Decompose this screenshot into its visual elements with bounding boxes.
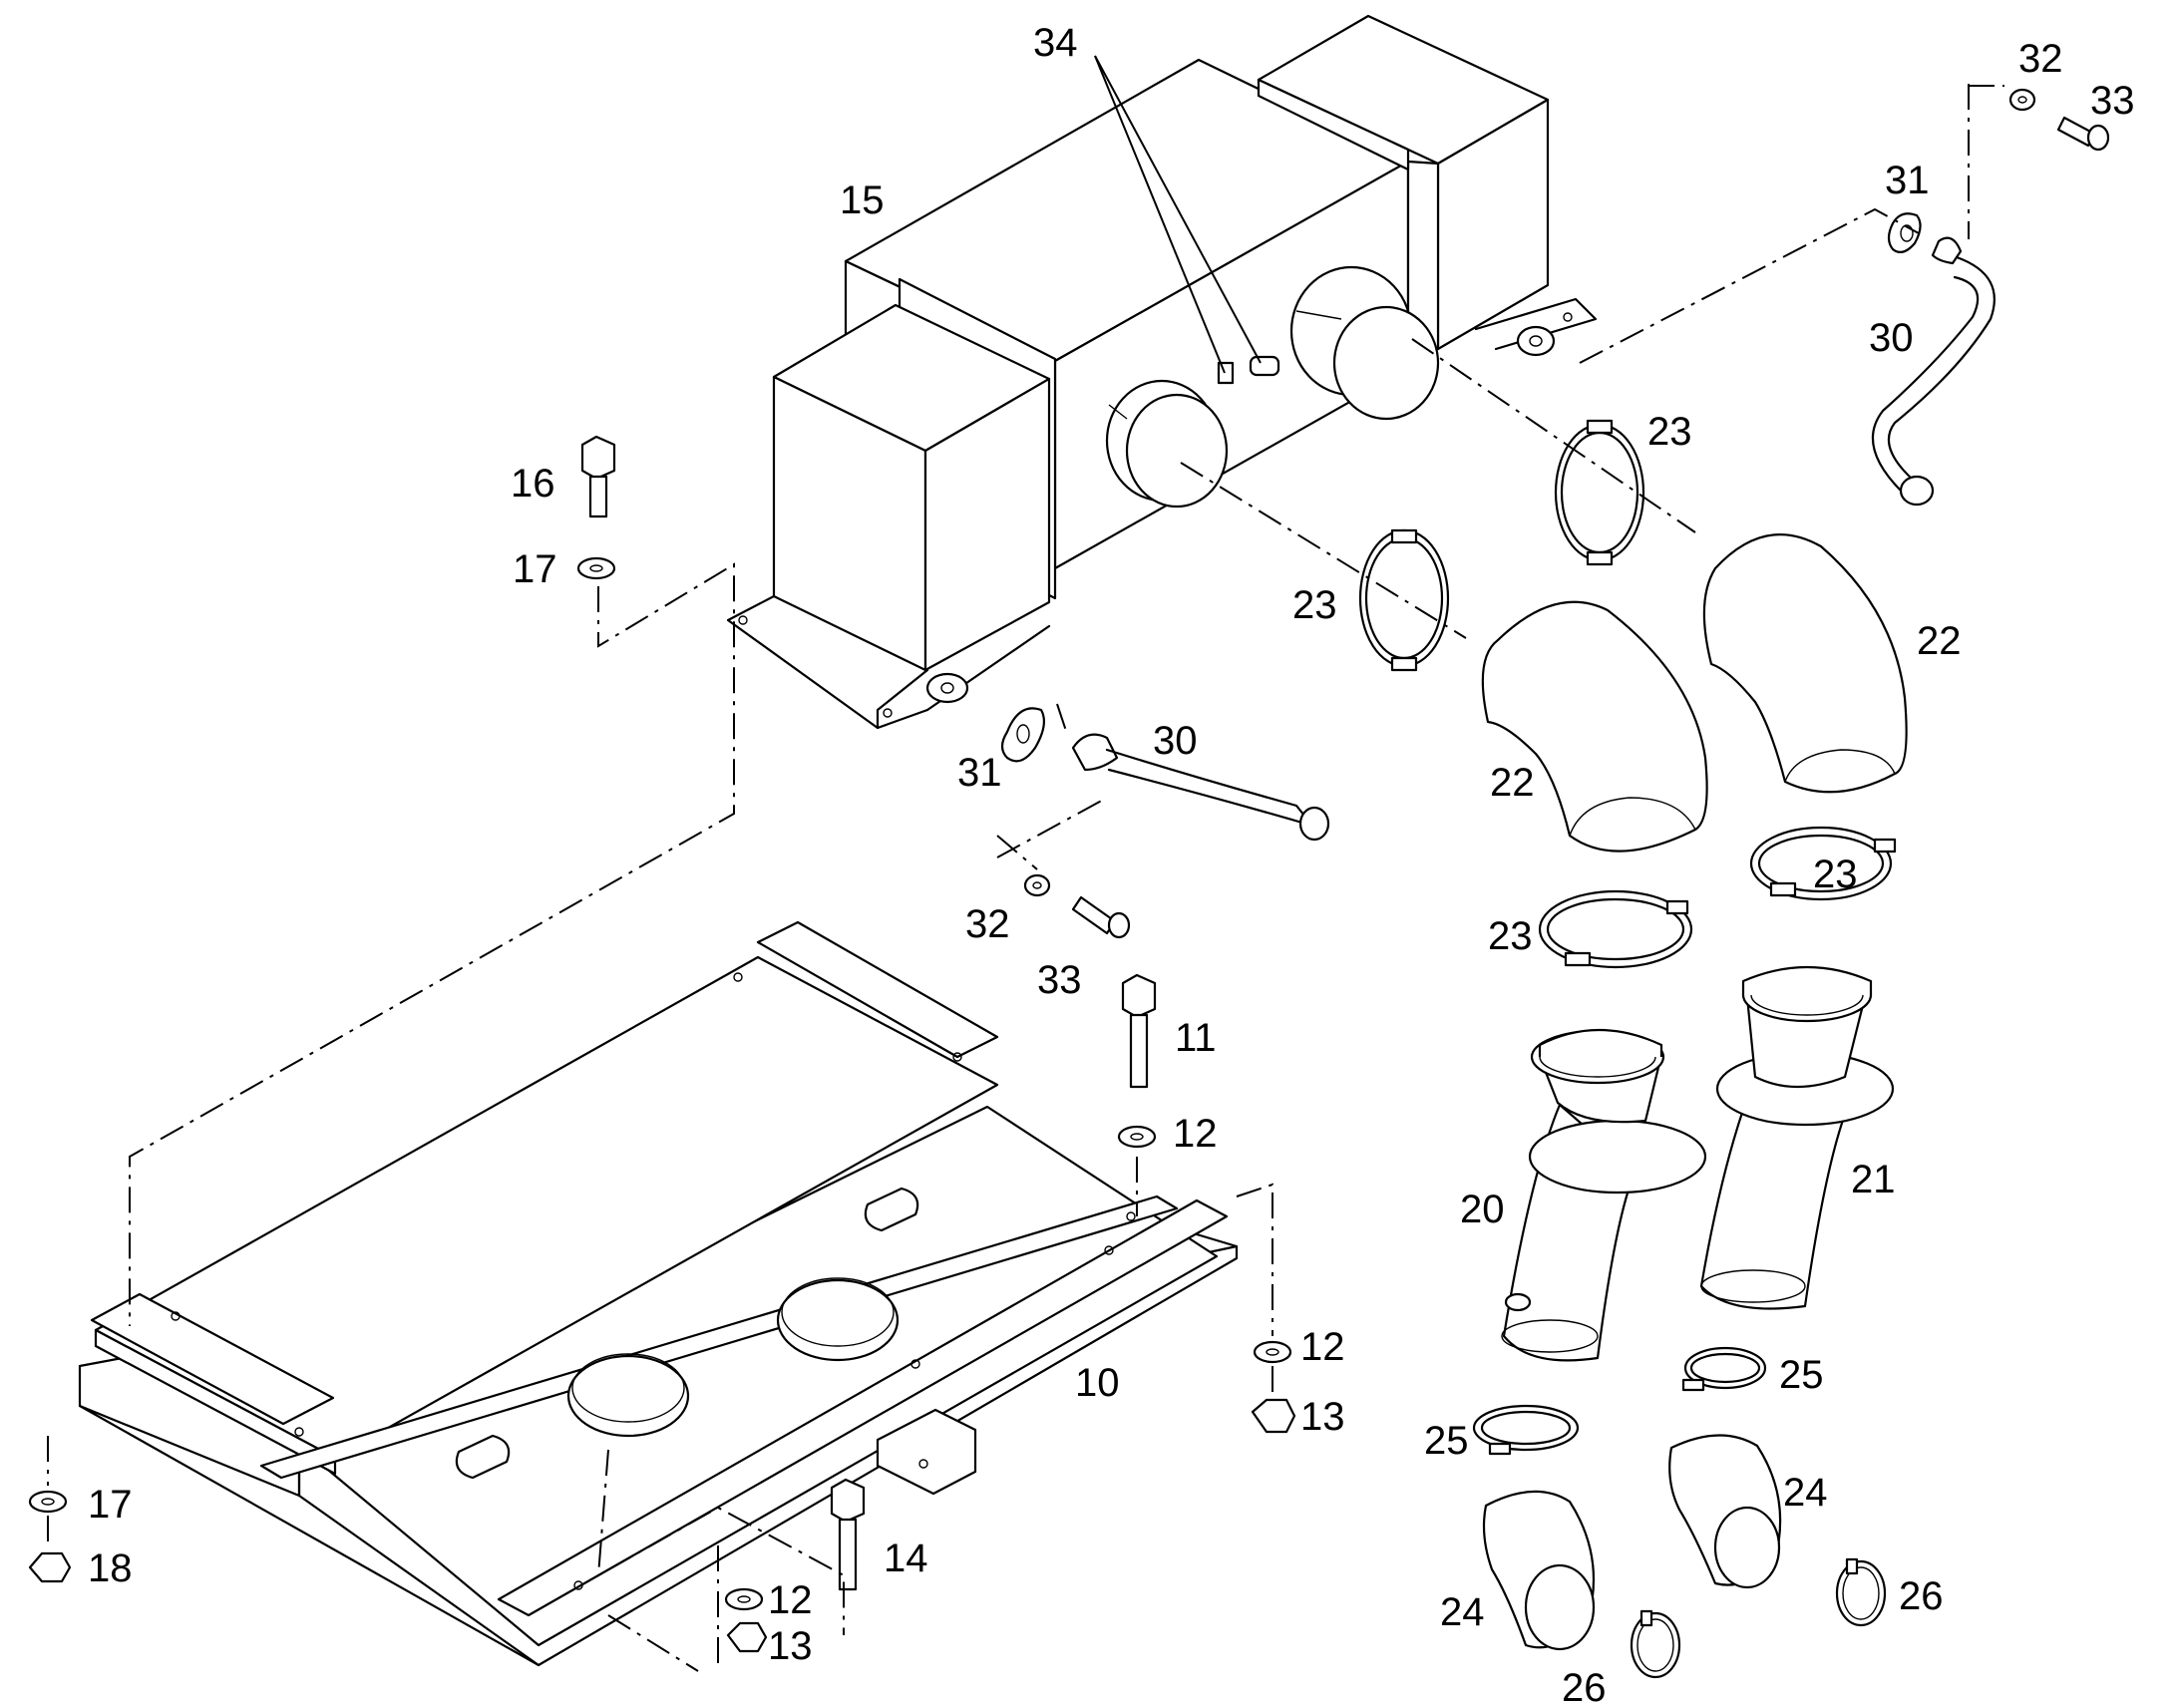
callout-33-top: 33 xyxy=(2090,79,2135,123)
callout-32-top: 32 xyxy=(2018,37,2063,81)
callout-26-right: 26 xyxy=(1899,1574,1944,1618)
callout-23-upper-left: 23 xyxy=(1292,583,1337,627)
callout-31-right: 31 xyxy=(1885,159,1930,202)
callout-24-left: 24 xyxy=(1440,1590,1485,1634)
hose-clamps xyxy=(1358,419,1897,969)
tailpipes xyxy=(1501,965,1895,1362)
callout-33-left: 33 xyxy=(1037,958,1082,1002)
callout-15: 15 xyxy=(840,178,885,222)
callout-16: 16 xyxy=(511,462,555,506)
callout-32-left: 32 xyxy=(965,902,1010,946)
hardware xyxy=(28,88,2110,1653)
callout-30-left: 30 xyxy=(1153,719,1198,763)
callout-22-right: 22 xyxy=(1917,619,1962,663)
callout-23-upper-right: 23 xyxy=(1647,410,1692,454)
rubber-elbows xyxy=(1481,533,1908,853)
callout-18: 18 xyxy=(88,1546,133,1590)
callout-20: 20 xyxy=(1460,1188,1505,1231)
callout-31-left: 31 xyxy=(957,751,1002,795)
leader-lines xyxy=(1094,55,1262,374)
callout-13-right: 13 xyxy=(1300,1395,1345,1439)
callout-21: 21 xyxy=(1851,1158,1896,1201)
callout-23-lower-right: 23 xyxy=(1813,853,1858,896)
callout-34: 34 xyxy=(1033,21,1078,65)
callout-25-left: 25 xyxy=(1424,1419,1469,1463)
callout-10: 10 xyxy=(1075,1361,1120,1405)
callout-30-right: 30 xyxy=(1869,316,1914,360)
callout-13-bottom: 13 xyxy=(768,1624,813,1668)
callout-22-left: 22 xyxy=(1490,761,1535,805)
callout-12-right: 12 xyxy=(1300,1325,1345,1369)
callout-25-right: 25 xyxy=(1779,1353,1824,1397)
callout-26-bottom: 26 xyxy=(1562,1666,1607,1708)
callout-17-upper: 17 xyxy=(513,547,557,591)
callout-23-lower-left: 23 xyxy=(1488,914,1533,958)
silencer-assembly xyxy=(726,14,1598,730)
connecting-pipes xyxy=(1071,236,1996,842)
assembly-lines xyxy=(47,84,2004,1672)
callout-14: 14 xyxy=(884,1537,928,1580)
callouts: 34 15 32 33 31 30 23 23 22 22 16 17 31 3… xyxy=(88,21,2135,1708)
callout-24-right: 24 xyxy=(1783,1471,1828,1515)
base-frame xyxy=(78,920,1239,1667)
callout-17-lower: 17 xyxy=(88,1483,133,1527)
callout-11: 11 xyxy=(1175,1016,1217,1060)
callout-12-upper: 12 xyxy=(1173,1112,1218,1156)
lower-clamps-and-elbows xyxy=(1472,1346,1887,1679)
callout-12-bottom: 12 xyxy=(768,1578,813,1622)
